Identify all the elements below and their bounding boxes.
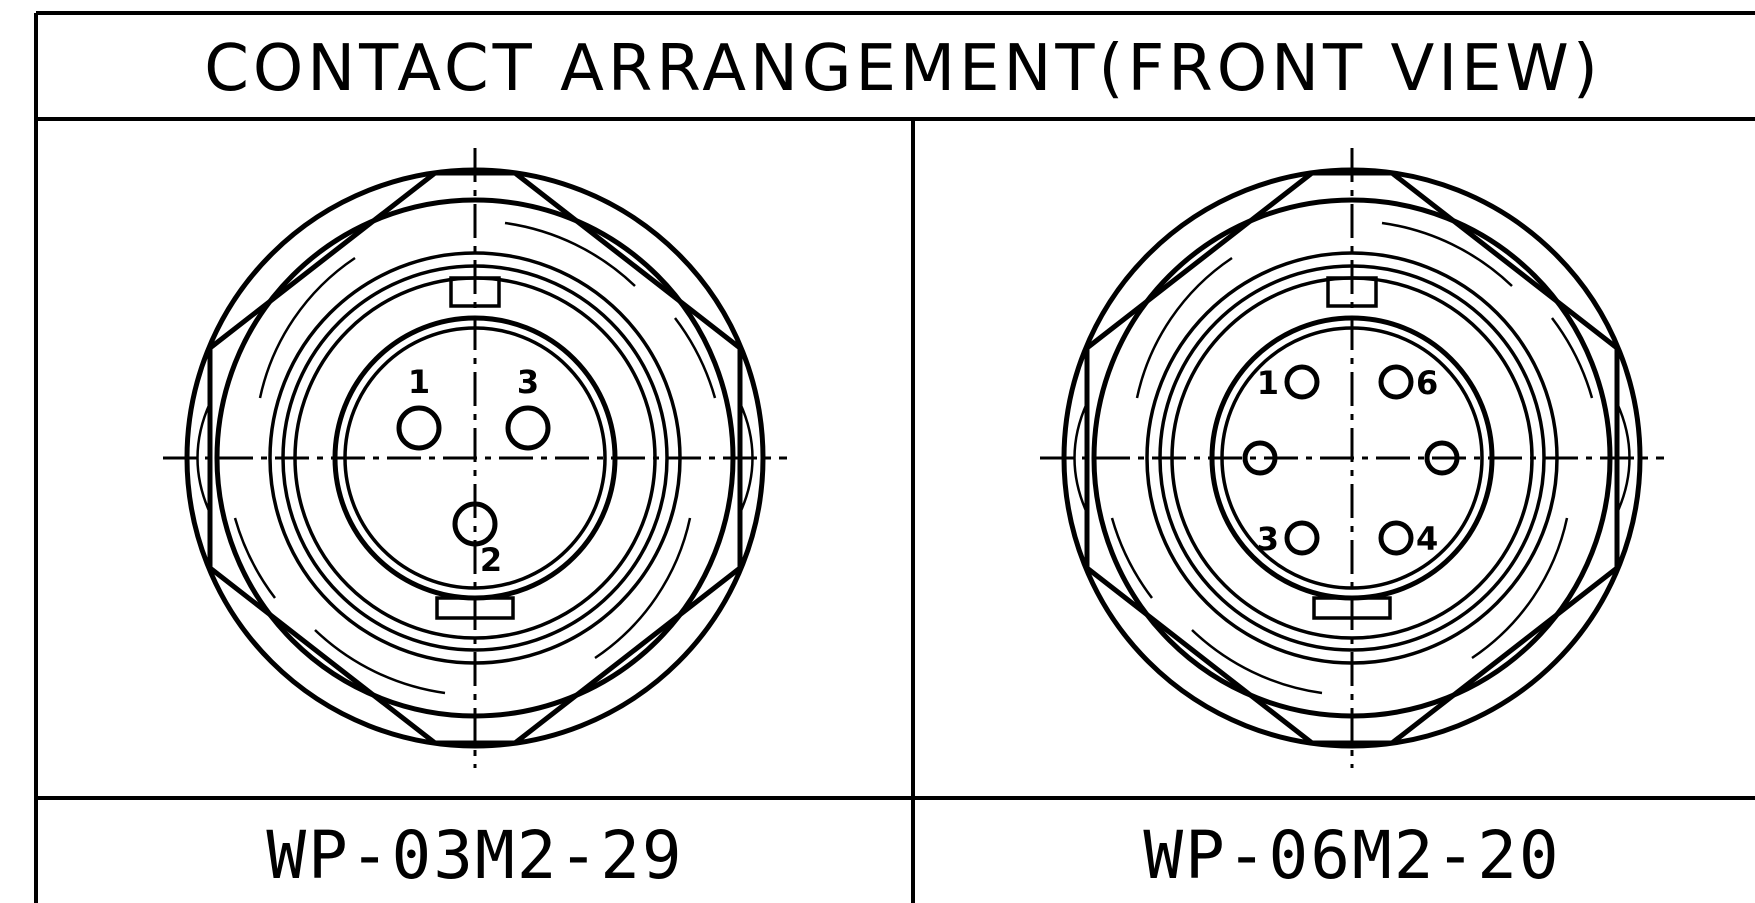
pin-label: 1 [408,363,430,401]
locking-groove-4 [1191,629,1323,695]
locking-groove-2 [674,317,717,399]
connector-front-view-2: 1 6 3 4 [1040,148,1664,768]
locking-groove-6 [258,256,356,399]
pin-label: 3 [1257,520,1279,558]
side-flat-left [1073,402,1089,514]
drawing-title: CONTACT ARRANGEMENT(FRONT VIEW) [204,32,1602,106]
locking-groove-6 [1135,256,1233,399]
pin-label: 4 [1416,520,1438,558]
contact-pin [1378,520,1414,556]
contact-pin [396,405,442,451]
part-number-left: WP-03M2-29 [266,817,683,894]
locking-groove-3 [1471,517,1569,660]
locking-groove-1 [504,221,636,287]
part-number-right: WP-06M2-20 [1143,817,1560,894]
locking-groove-5 [233,517,276,599]
contact-pin [505,405,551,451]
connector-front-view-1: 1 3 2 [163,148,787,768]
side-flat-left [196,402,212,514]
contact-pin [1424,440,1460,476]
contact-pin [1242,440,1278,476]
locking-groove-1 [1381,221,1513,287]
contact-pin [1284,364,1320,400]
locking-groove-3 [594,517,692,660]
pin-label: 6 [1416,364,1438,402]
contact-pin [1284,520,1320,556]
pin-label: 1 [1257,364,1279,402]
locking-groove-4 [314,629,446,695]
contact-pin [452,501,498,547]
locking-groove-2 [1551,317,1594,399]
drawing-frame [34,11,1755,903]
pin-label: 3 [517,363,539,401]
pin-label: 2 [480,541,502,579]
contact-pin [1378,364,1414,400]
locking-groove-5 [1110,517,1153,599]
